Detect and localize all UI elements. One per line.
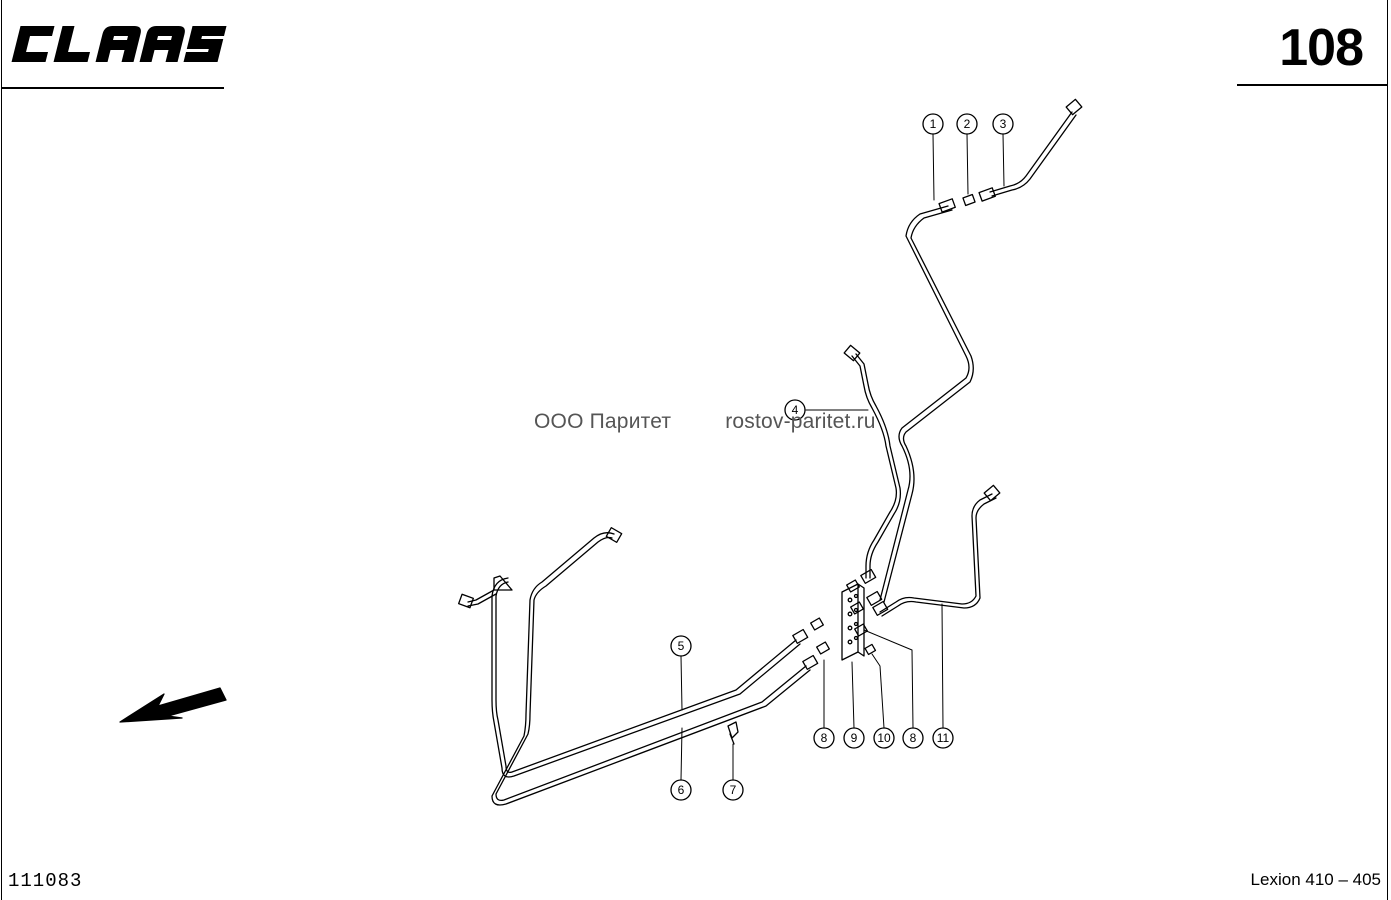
- callout-1: 1: [930, 117, 937, 131]
- callout-9-circle: [843, 727, 865, 749]
- callout-4-circle: [784, 399, 806, 421]
- callout-3-circle: [992, 113, 1014, 135]
- pipe-part-3-inner: [991, 114, 1077, 197]
- callout-5-circle: [670, 635, 692, 657]
- callout-8b: 8: [910, 731, 917, 745]
- callout-7-circle: [722, 779, 744, 801]
- callout-3: 3: [1000, 117, 1007, 131]
- watermark-site: rostov-paritet.ru: [725, 410, 876, 433]
- callout-5: 5: [678, 639, 685, 653]
- callout-2-circle: [956, 113, 978, 135]
- pipe-upper-long-inner: [883, 209, 974, 603]
- callout-2: 2: [964, 117, 971, 131]
- pipe-part-5: [495, 581, 797, 774]
- pipe-part-5-inner: [491, 577, 801, 778]
- leader-3: [1002, 133, 1005, 187]
- callout-11: 11: [937, 731, 950, 745]
- model-label: Lexion 410 – 405: [1250, 870, 1381, 889]
- watermark: ООО Паритет rostov-paritet.ru: [534, 410, 876, 434]
- pipe-part-4: [851, 355, 898, 579]
- callout-1-circle: [922, 113, 944, 135]
- part-7-fitting: [727, 721, 739, 739]
- pipe-left-branch: [467, 589, 495, 603]
- header-rule-left: [2, 87, 224, 89]
- frame-right-border: [1387, 0, 1388, 900]
- claas-logo: [11, 26, 227, 62]
- callout-4: 4: [792, 403, 799, 417]
- leader-5: [680, 655, 683, 711]
- watermark-company: ООО Паритет: [534, 410, 672, 433]
- leader-2: [966, 133, 969, 195]
- pipe-part-11: [879, 493, 993, 613]
- leader-10: [871, 653, 885, 729]
- callout-8a: 8: [821, 731, 828, 745]
- leader-11: [941, 603, 944, 729]
- header-rule-right: [1237, 84, 1387, 86]
- leader-1: [932, 133, 935, 201]
- callout-10-circle: [873, 727, 895, 749]
- leader-9: [851, 661, 855, 729]
- frame-left-border: [1, 0, 2, 900]
- callout-6: 6: [678, 783, 685, 797]
- callout-10: 10: [877, 731, 891, 745]
- callout-11-circle: [932, 727, 954, 749]
- callout-7: 7: [730, 783, 737, 797]
- drawing-number: 111083: [8, 870, 83, 892]
- pipe-part-11-inner: [881, 497, 997, 617]
- pipe-part-6-inner: [491, 532, 811, 806]
- pipe-part-6: [495, 536, 807, 802]
- pipe-upper-long: [879, 205, 970, 601]
- callout-6-circle: [670, 779, 692, 801]
- leader-6: [680, 727, 683, 781]
- callout-8b-circle: [902, 727, 924, 749]
- direction-arrow: [119, 687, 227, 723]
- callout-8a-circle: [813, 727, 835, 749]
- pipe-part-4-inner: [855, 353, 902, 579]
- leader-8b: [863, 629, 914, 729]
- pipe-part-3: [989, 111, 1073, 193]
- page-number: 108: [1279, 19, 1364, 77]
- callout-9: 9: [851, 731, 858, 745]
